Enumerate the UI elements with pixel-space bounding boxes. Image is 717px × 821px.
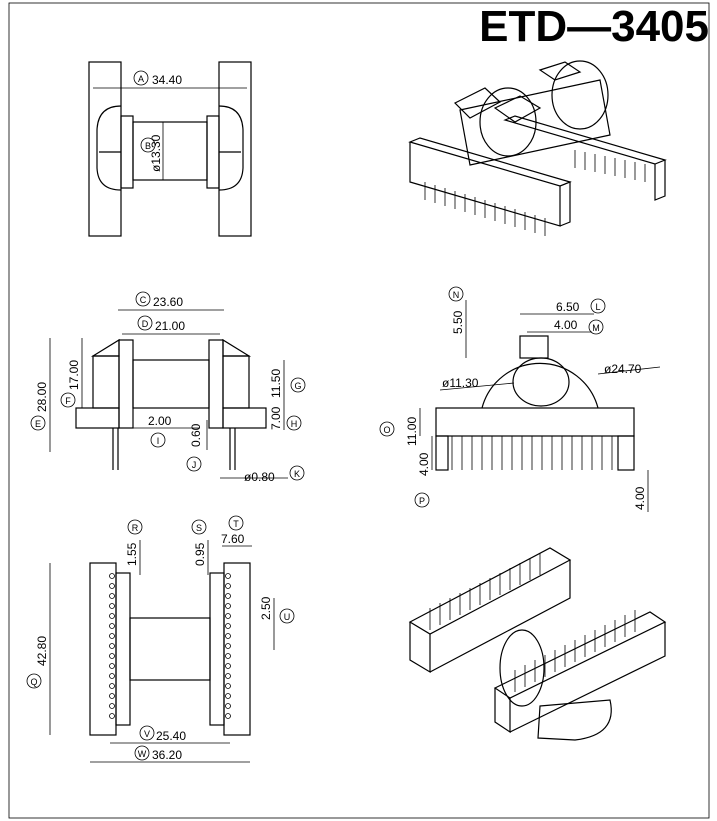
dim-letter-s: S	[196, 523, 202, 533]
dim-letter-m: M	[592, 323, 600, 333]
dim-value-g: 11.50	[269, 369, 283, 398]
dim-letter-d: D	[142, 319, 149, 329]
dim-letter-a: A	[138, 74, 144, 84]
dim-value-u: 2.50	[259, 596, 273, 620]
dim-value-c: 23.60	[153, 295, 183, 309]
dim-value-j: 0.60	[189, 423, 203, 447]
dim-letter-b: B	[145, 141, 151, 151]
dim-letter-e: E	[35, 419, 41, 429]
dim-letter-p: P	[419, 496, 425, 506]
dim-value-w: 36.20	[152, 748, 182, 762]
dim-letter-g: G	[294, 381, 301, 391]
dim-value-i: 2.00	[148, 414, 172, 428]
dim-value-outer-dia: ø24.70	[604, 362, 642, 376]
border-frame	[8, 2, 710, 819]
dim-value-o: 11.00	[405, 417, 419, 446]
isometric-view-top	[408, 60, 667, 236]
dim-value-h: 7.00	[269, 406, 283, 430]
dim-letter-h: H	[291, 419, 298, 429]
dim-value-d: 21.00	[155, 319, 185, 333]
dim-value-e: 28.00	[35, 382, 49, 412]
dim-letter-j: J	[192, 460, 197, 470]
dim-letter-i: I	[157, 436, 160, 446]
dim-letter-o: O	[383, 425, 390, 435]
top-view: A 34.40 B ø13.30	[88, 61, 252, 237]
dim-letter-k: K	[294, 469, 300, 479]
dim-letter-w: W	[138, 749, 147, 759]
dim-value-s: 0.95	[193, 542, 207, 566]
dim-letter-c: C	[140, 295, 147, 305]
dim-value-p: 4.00	[417, 452, 431, 476]
side-view: N 5.50 L 6.50 M 4.00 ø11.30 ø24.70 O 11.…	[379, 286, 661, 512]
dim-value-inner-dia: ø11.30	[442, 376, 479, 390]
dim-value-a: 34.40	[152, 73, 182, 87]
isometric-view-bottom	[408, 547, 667, 741]
dim-value-v: 25.40	[156, 729, 186, 743]
dim-value-f: 17.00	[67, 360, 81, 390]
dim-letter-r: R	[132, 523, 139, 533]
dim-letter-n: N	[453, 290, 460, 300]
dim-value-l: 6.50	[556, 300, 580, 314]
dim-value-t: 7.60	[221, 532, 245, 546]
dim-letter-v: V	[144, 729, 150, 739]
dim-letter-f: F	[65, 396, 71, 406]
dim-letter-l: L	[595, 302, 600, 312]
bottom-view: Q 42.80 R 1.55 S 0.95 T 7.60 U 2.50	[26, 515, 295, 763]
front-view: C 23.60 D 21.00 E 28.00 F 17.00 G 11.50	[30, 291, 306, 484]
dim-letter-t: T	[233, 519, 239, 529]
dim-value-r: 1.55	[125, 542, 139, 566]
dim-value-q: 42.80	[35, 636, 49, 666]
dim-value-m: 4.00	[554, 318, 578, 332]
part-title: ETD—3405	[479, 2, 709, 51]
dim-value-k: ø0.80	[244, 470, 275, 484]
dim-value-n: 5.50	[451, 310, 465, 334]
dim-value-b: ø13.30	[149, 134, 163, 172]
dim-letter-u: U	[284, 612, 291, 622]
dim-value-right-pin: 4.00	[633, 486, 647, 510]
dim-letter-q: Q	[30, 677, 37, 687]
